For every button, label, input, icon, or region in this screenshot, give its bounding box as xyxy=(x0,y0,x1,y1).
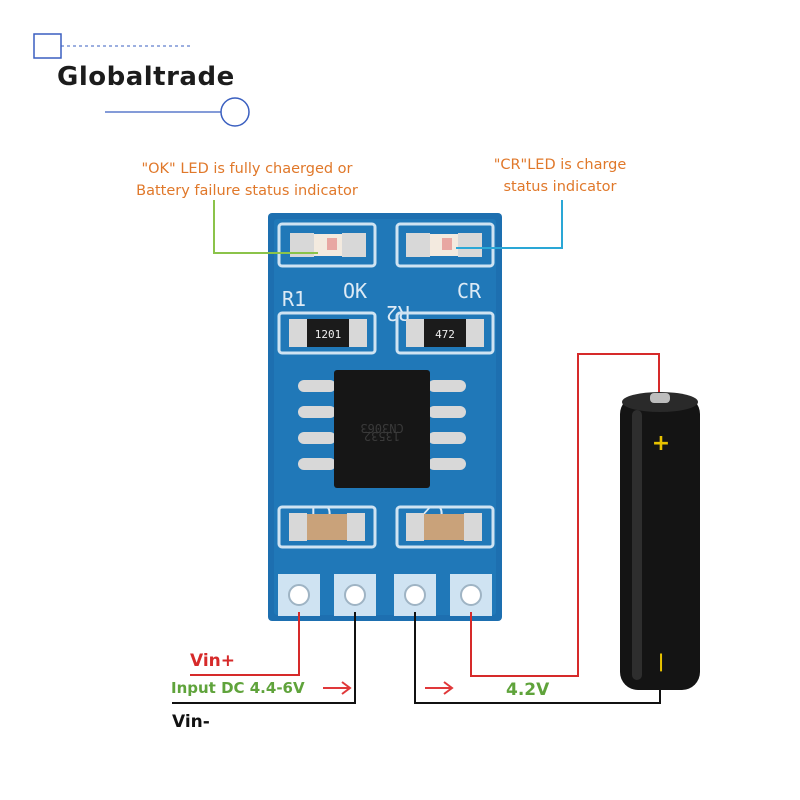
r1-value: 1201 xyxy=(315,328,342,341)
battery-minus-label: | xyxy=(658,651,665,672)
cr-led xyxy=(395,222,495,268)
vin-minus-label: Vin- xyxy=(172,712,210,732)
brand-title: Globaltrade xyxy=(57,62,235,92)
battery-cell: + | xyxy=(620,392,700,690)
battery-positive-wire xyxy=(470,353,660,677)
input-voltage-label: Input DC 4.4-6V xyxy=(171,679,305,697)
resistor-r1: 1201 xyxy=(277,311,377,355)
capacitor-c1 xyxy=(277,505,377,549)
battery-negative-wire xyxy=(414,612,661,704)
cr-led-annotation: "CR"LED is charge status indicator xyxy=(470,154,650,198)
charger-pcb: R1 OK R2 CR 1201 472 xyxy=(268,213,502,621)
chip-marking-1: CN3063 xyxy=(360,421,403,435)
brand-circle-icon xyxy=(220,97,250,127)
cr-led-annotation-line1: "CR"LED is charge xyxy=(493,157,627,173)
battery-plus-label: + xyxy=(652,431,670,456)
silk-ok: OK xyxy=(343,279,367,303)
ok-led-pointer xyxy=(213,200,318,254)
chip-marking-2: 13532 xyxy=(364,429,400,443)
vin-plus-wire xyxy=(190,612,300,676)
vin-minus-wire xyxy=(172,612,356,704)
silk-r1: R1 xyxy=(282,287,306,311)
cr-led-pointer xyxy=(456,200,563,249)
silk-cr: CR xyxy=(457,279,482,303)
solder-pads xyxy=(278,574,492,616)
ok-led-annotation-line1: "OK" LED is fully chaerged or xyxy=(141,161,353,177)
capacitor-c2 xyxy=(395,505,495,549)
r2-value: 472 xyxy=(435,328,455,341)
charger-ic: CN3063 13532 xyxy=(298,370,466,488)
output-arrow-head-icon xyxy=(443,681,454,695)
brand-square-icon xyxy=(33,33,62,59)
ok-led-annotation: "OK" LED is fully chaerged or Battery fa… xyxy=(112,158,382,202)
vin-plus-label: Vin+ xyxy=(190,651,236,671)
cr-led-annotation-line2: status indicator xyxy=(503,179,617,195)
output-voltage-label: 4.2V xyxy=(506,680,550,700)
input-arrow-head-icon xyxy=(341,681,352,695)
brand-decoration xyxy=(33,33,250,127)
resistor-r2: 472 xyxy=(395,311,495,355)
ok-led-annotation-line2: Battery failure status indicator xyxy=(136,183,358,199)
